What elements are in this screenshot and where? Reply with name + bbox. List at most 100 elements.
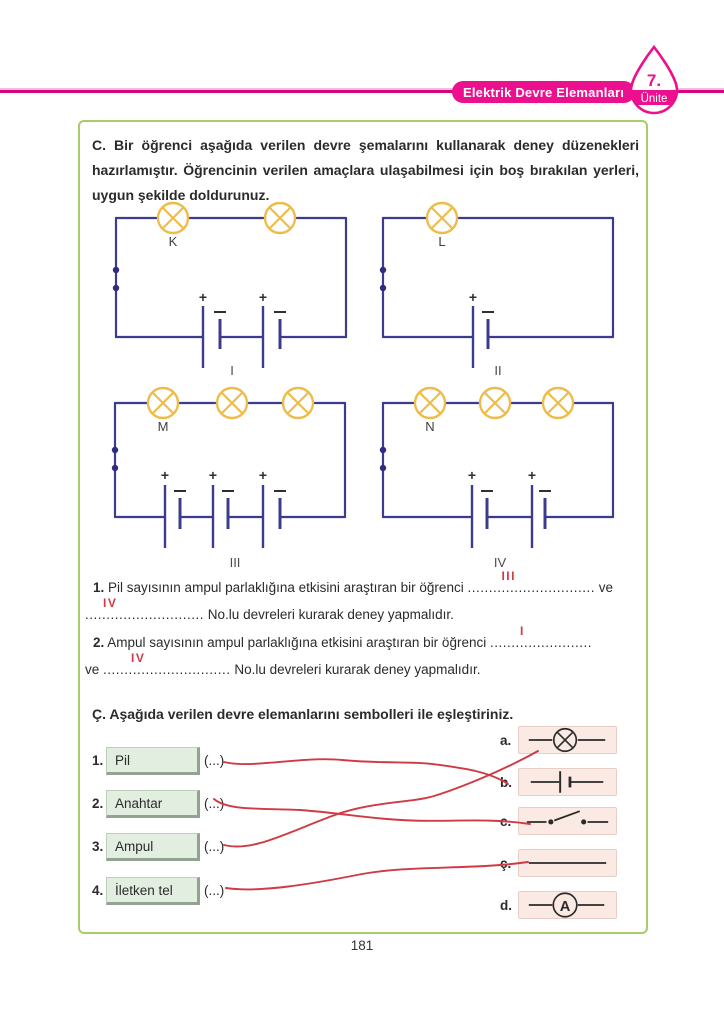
lamp-icon [478,386,512,420]
polarity-signs: + + [468,467,551,492]
svg-text:+: + [528,467,536,483]
answer-blank: ............................IV [85,596,205,622]
match-item-pil: Pil [106,747,200,775]
question-text: No.lu devreleri kurarak deney yapmalıdır… [207,607,454,622]
match-item-ampul: Ampul [106,833,200,861]
battery-cells [470,485,547,548]
svg-text:+: + [199,289,207,305]
ammeter-symbol-icon: A [528,892,605,918]
circuit-diagram-4: + + N IV [379,386,615,570]
match-item-number: 3. [92,839,104,854]
ammeter-letter: A [560,899,571,915]
match-item-number: 2. [92,796,104,811]
question-text: Ampul sayısının ampul parlaklığına etkis… [107,635,487,650]
unit-title-badge: Elektrik Devre Elemanları [452,81,635,103]
question-2-line-1: 2. Ampul sayısının ampul parlaklığına et… [93,624,593,650]
handwritten-answer: III [501,569,516,583]
lamp-icon [541,386,575,420]
circuit-numeral: III [230,555,241,570]
circuit-lamp-label: M [158,419,169,434]
match-item-label: Pil [115,752,131,768]
question-text: Pil sayısının ampul parlaklığına etkisin… [108,580,464,595]
unit-word: Ünite [641,93,668,105]
battery-cells [163,485,282,548]
match-item-anahtar: Anahtar [106,790,200,818]
answer-blank: ........................I [489,624,593,650]
question-text: No.lu devreleri kurarak deney yapmalıdır… [234,662,481,677]
svg-text:+: + [259,289,267,305]
answer-parentheses: (...) [204,839,225,854]
circuit-lamp-label: K [169,234,178,249]
match-item-iletken-tel: İletken tel [106,877,200,905]
circuit-numeral: I [230,363,234,378]
svg-text:+: + [468,467,476,483]
lamp-icon [413,386,447,420]
switch-contact-dots [379,266,387,292]
question-number: 2. [93,635,105,650]
match-item-label: İletken tel [115,882,173,898]
svg-text:+: + [161,467,169,483]
answer-blank: ..............................III [467,569,595,595]
polarity-signs: + [469,289,494,313]
lamp-icon [281,386,315,420]
page-number: 181 [350,938,374,953]
header-rule [0,90,724,93]
polarity-signs: + + [199,289,286,313]
svg-text:+: + [209,467,217,483]
svg-text:+: + [259,467,267,483]
symbol-box-battery [518,768,617,796]
circuit-diagram-1: + + K I [112,201,348,378]
circuit-wires [381,401,615,519]
answer-parentheses: (...) [204,883,225,898]
handwritten-answer: I [519,624,525,638]
handwritten-answer: IV [103,596,118,610]
battery-cells [201,306,282,368]
battery-symbol-icon [530,771,604,793]
symbol-box-lamp [518,726,617,754]
question-2-line-2: ve ..............................IV No.l… [85,651,481,677]
circuit-wires [113,401,347,519]
match-item-number: 4. [92,883,104,898]
question-text: ve [598,580,614,595]
switch-contact-dots [111,446,119,472]
unit-number: 7. [647,71,661,90]
symbol-letter: d. [500,898,512,913]
circuit-wires [381,216,615,339]
symbol-letter: b. [500,775,512,790]
circuit-lamp-label: L [438,234,445,249]
answer-parentheses: (...) [204,753,225,768]
question-1-line-1: 1. Pil sayısının ampul parlaklığına etki… [93,569,614,595]
polarity-signs: + + + [161,467,286,492]
match-item-label: Ampul [115,838,154,854]
circuit-diagram-2: + L II [379,201,615,378]
switch-contact-dots [379,446,387,472]
circuit-numeral: II [494,363,501,378]
question-text: ve [85,662,100,677]
match-item-label: Anahtar [115,795,163,811]
instruction-cedilla-c: Ç. Aşağıda verilen devre elemanlarını se… [92,706,514,722]
symbol-letter: c. [500,814,512,829]
unit-number-drop: 7. Ünite [620,44,688,121]
instruction-c: C. Bir öğrenci aşağıda verilen devre şem… [92,137,639,203]
lamp-icon [146,386,180,420]
question-1-line-2: ............................IV No.lu dev… [85,596,454,622]
switch-symbol-icon [526,810,609,825]
unit-title-label: Elektrik Devre Elemanları [462,84,625,100]
handwritten-answer: IV [131,651,146,665]
svg-text:+: + [469,289,477,305]
match-item-number: 1. [92,753,104,768]
switch-contact-dots [112,266,120,292]
circuit-wires [114,216,348,339]
wire-symbol-icon [528,862,607,864]
symbol-box-wire [518,849,617,877]
header-rule-highlight [0,88,724,90]
answer-blank: ..............................IV [103,651,231,677]
question-number: 1. [93,580,105,595]
symbol-box-ammeter: A [518,891,617,919]
circuit-numeral: IV [494,555,507,570]
symbol-letter: ç. [500,856,512,871]
drop-icon: 7. Ünite [629,44,679,115]
lamp-symbol-icon [528,727,606,753]
lamp-icon [215,386,249,420]
